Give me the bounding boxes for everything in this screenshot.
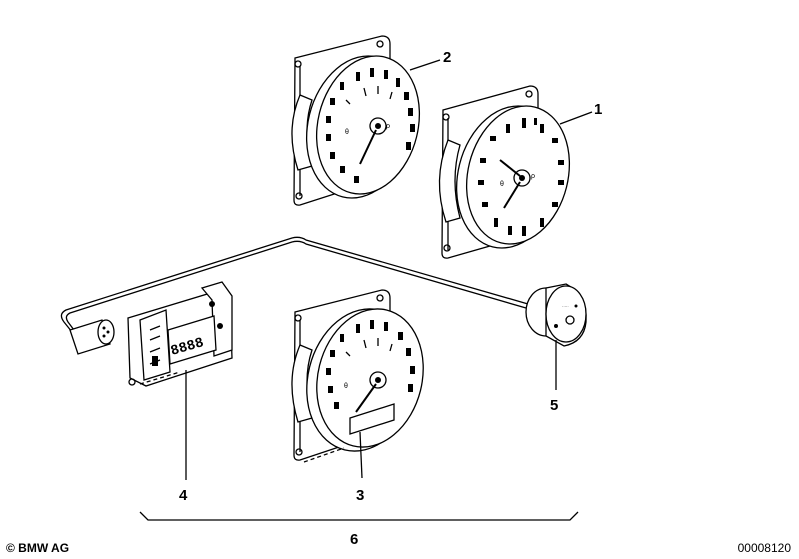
callout-1[interactable]: 1 xyxy=(594,101,602,118)
svg-text:θ: θ xyxy=(500,181,504,188)
part-5-sensor[interactable]: ····· xyxy=(525,283,587,347)
gauge-2-tachometer[interactable]: θ ρ xyxy=(291,35,433,209)
plug-connector[interactable] xyxy=(69,319,115,355)
gauge-1-clock[interactable]: θ ρ xyxy=(438,85,583,259)
gauge-3-tick-marks xyxy=(326,320,415,409)
svg-text:θ: θ xyxy=(344,383,348,390)
connecting-cable xyxy=(60,236,529,333)
svg-text:·····: ····· xyxy=(562,304,569,309)
part-4-digital-display-board[interactable]: 8888 xyxy=(127,281,233,387)
copyright-notice: © BMW AG xyxy=(6,541,70,555)
callout-6[interactable]: 6 xyxy=(350,531,358,548)
callout-2[interactable]: 2 xyxy=(443,49,451,66)
gauge-1-tick-marks xyxy=(478,118,564,236)
svg-text:θ: θ xyxy=(345,129,349,136)
callout-5[interactable]: 5 xyxy=(550,397,558,414)
gauge-3-speedometer[interactable]: θ xyxy=(291,289,437,463)
svg-text:ρ: ρ xyxy=(386,123,390,130)
odometer-window xyxy=(349,403,395,435)
svg-text:ρ: ρ xyxy=(531,173,535,180)
callout-3[interactable]: 3 xyxy=(356,487,364,504)
gauge-2-tick-marks xyxy=(326,68,415,183)
leader-lines xyxy=(139,59,593,521)
callout-4[interactable]: 4 xyxy=(179,487,188,504)
document-id: 00008120 xyxy=(737,541,791,555)
